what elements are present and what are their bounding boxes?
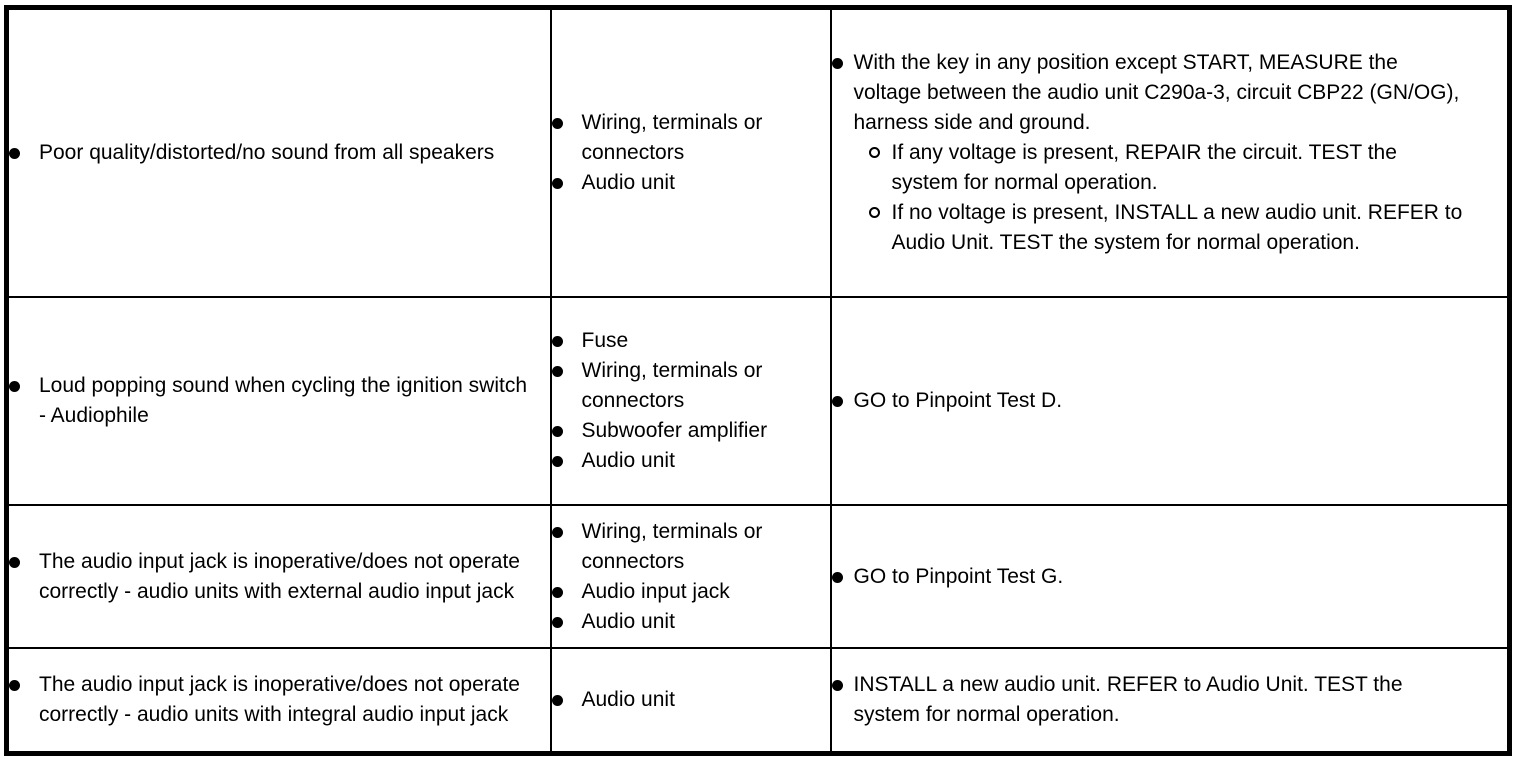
bullet-icon (9, 680, 20, 692)
bullet-icon (831, 396, 843, 407)
symptom-text: Loud popping sound when cycling the igni… (39, 374, 527, 427)
list-item: The audio input jack is inoperative/does… (9, 670, 540, 730)
bullet-icon (551, 426, 563, 437)
bullet-icon (551, 695, 563, 707)
sub-list-item: If any voltage is present, REPAIR the ci… (868, 138, 1464, 198)
bullet-icon (551, 336, 563, 347)
symptom-text: The audio input jack is inoperative/does… (39, 673, 520, 727)
list-item: Audio unit (551, 446, 820, 476)
sub-list-item: If no voltage is present, INSTALL a new … (868, 198, 1464, 258)
list-item: Subwoofer amplifier (551, 416, 820, 446)
source-text: Wiring, terminals or connectors (581, 110, 763, 164)
table-row: The audio input jack is inoperative/does… (5, 647, 1511, 755)
source-text: Audio input jack (581, 579, 730, 603)
bullet-icon (9, 147, 20, 159)
symptom-cell: The audio input jack is inoperative/does… (5, 647, 552, 755)
symptom-text: The audio input jack is inoperative/does… (39, 549, 520, 603)
diagnostic-table: Poor quality/distorted/no sound from all… (4, 5, 1512, 756)
bullet-icon (831, 571, 843, 583)
list-item: Audio input jack (551, 577, 820, 607)
list-item: Poor quality/distorted/no sound from all… (9, 138, 540, 168)
source-text: Wiring, terminals or connectors (581, 359, 763, 412)
source-text: Audio unit (581, 609, 675, 633)
action-cell: GO to Pinpoint Test D. (829, 295, 1511, 507)
bullet-icon (551, 177, 563, 189)
bullet-icon (551, 366, 563, 377)
bullet-icon (551, 456, 563, 467)
table-row: The audio input jack is inoperative/does… (5, 504, 1511, 650)
symptom-cell: Loud popping sound when cycling the igni… (5, 295, 552, 507)
substep-text: If no voltage is present, INSTALL a new … (891, 200, 1463, 254)
source-text: Fuse (581, 329, 629, 352)
list-item: The audio input jack is inoperative/does… (9, 547, 540, 607)
list-item: Wiring, terminals or connectors (551, 108, 820, 168)
source-cell: Wiring, terminals or connectors Audio in… (549, 504, 832, 650)
bullet-icon (551, 526, 563, 538)
action-cell: With the key in any position except STAR… (829, 6, 1511, 298)
action-cell: INSTALL a new audio unit. REFER to Audio… (829, 647, 1511, 755)
source-text: Wiring, terminals or connectors (581, 519, 763, 573)
source-cell: Audio unit (549, 647, 832, 755)
list-item: Audio unit (551, 607, 820, 637)
bullet-icon (831, 680, 843, 692)
source-text: Audio unit (581, 688, 675, 712)
bullet-icon (9, 381, 20, 392)
source-cell: Wiring, terminals or connectors Audio un… (549, 6, 832, 298)
list-item: Wiring, terminals or connectors (551, 517, 820, 577)
bullet-icon (831, 57, 843, 69)
circle-bullet-icon (868, 206, 880, 218)
list-item: Audio unit (551, 685, 820, 715)
sub-list: If any voltage is present, REPAIR the ci… (868, 138, 1464, 258)
source-text: Subwoofer amplifier (581, 419, 768, 442)
list-item: GO to Pinpoint Test D. (831, 386, 1498, 416)
list-item: GO to Pinpoint Test G. (831, 562, 1498, 592)
circle-bullet-icon (868, 146, 880, 158)
action-text: GO to Pinpoint Test G. (853, 564, 1064, 588)
list-item: Loud popping sound when cycling the igni… (9, 371, 540, 431)
list-item: Fuse (551, 326, 820, 356)
action-cell: GO to Pinpoint Test G. (829, 504, 1511, 650)
action-text: INSTALL a new audio unit. REFER to Audio… (853, 673, 1403, 727)
bullet-icon (551, 117, 563, 129)
symptom-cell: Poor quality/distorted/no sound from all… (5, 6, 552, 298)
table-row: Loud popping sound when cycling the igni… (5, 295, 1511, 507)
source-cell: Fuse Wiring, terminals or connectors Sub… (549, 295, 832, 507)
bullet-icon (9, 556, 20, 568)
action-text: GO to Pinpoint Test D. (853, 389, 1063, 412)
symptom-cell: The audio input jack is inoperative/does… (5, 504, 552, 650)
list-item: INSTALL a new audio unit. REFER to Audio… (831, 670, 1498, 730)
bullet-icon (551, 616, 563, 628)
source-text: Audio unit (581, 170, 675, 194)
source-text: Audio unit (581, 449, 675, 472)
list-item: Audio unit (551, 168, 820, 198)
symptom-text: Poor quality/distorted/no sound from all… (39, 140, 495, 164)
table-row: Poor quality/distorted/no sound from all… (5, 6, 1511, 298)
list-item: Wiring, terminals or connectors (551, 356, 820, 416)
bullet-icon (551, 586, 563, 598)
substep-text: If any voltage is present, REPAIR the ci… (891, 140, 1397, 194)
list-item: With the key in any position except STAR… (831, 48, 1498, 258)
action-text: With the key in any position except STAR… (853, 50, 1460, 134)
